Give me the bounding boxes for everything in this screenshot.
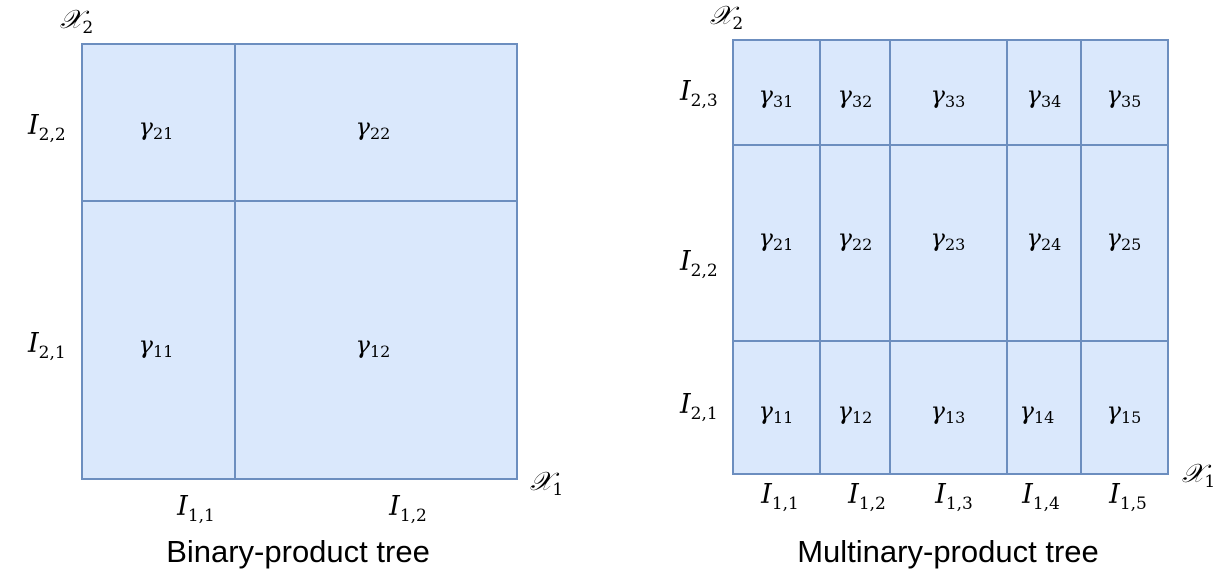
gamma-label-right-23: γ23 <box>931 224 966 254</box>
gamma-label-left-11: γ11 <box>139 331 174 361</box>
gamma-label-left-22: γ22 <box>356 113 391 143</box>
caption-binary-tree: Binary-product tree <box>166 534 430 569</box>
cell-right-12 <box>819 340 891 475</box>
cell-right-13 <box>889 340 1008 475</box>
gamma-label-right-24: γ24 <box>1027 224 1062 254</box>
gamma-label-right-35: γ35 <box>1107 81 1142 111</box>
axis-label-right-x2: 𝒳2 <box>710 1 743 34</box>
interval-label-left-x12: I1,2 <box>388 491 427 526</box>
interval-label-right-x15: I1,5 <box>1108 479 1147 514</box>
gamma-label-right-31: γ31 <box>759 81 794 111</box>
axis-label-right-x1: 𝒳1 <box>1182 459 1215 492</box>
gamma-label-right-14: γ14 <box>1020 397 1055 427</box>
gamma-label-right-25: γ25 <box>1107 224 1142 254</box>
gamma-label-right-12: γ12 <box>838 397 873 427</box>
gamma-label-left-21: γ21 <box>139 113 174 143</box>
interval-label-right-y22: I2,2 <box>679 246 718 281</box>
binary-tree-panel: γ11 γ12 γ21 γ22 𝒳2 𝒳1 I2,2 I2,1 I1,1 I1,… <box>27 5 563 569</box>
interval-label-right-x12: I1,2 <box>847 479 886 514</box>
interval-label-right-x11: I1,1 <box>760 479 799 514</box>
cell-right-25 <box>1080 144 1169 342</box>
gamma-label-left-12: γ12 <box>356 331 391 361</box>
gamma-label-right-22: γ22 <box>838 224 873 254</box>
gamma-label-right-33: γ33 <box>931 81 966 111</box>
interval-label-left-x11: I1,1 <box>176 491 215 526</box>
interval-label-right-x14: I1,4 <box>1021 479 1060 514</box>
cell-left-12 <box>234 200 518 480</box>
cell-right-23 <box>889 144 1008 342</box>
interval-label-right-y21: I2,1 <box>679 389 718 424</box>
axis-label-left-x1: 𝒳1 <box>530 467 563 500</box>
caption-multinary-tree: Multinary-product tree <box>797 534 1099 569</box>
cell-right-35 <box>1080 39 1169 146</box>
interval-label-left-y21: I2,1 <box>27 328 66 363</box>
cell-left-22 <box>234 43 518 202</box>
gamma-label-right-32: γ32 <box>838 81 873 111</box>
interval-label-right-x13: I1,3 <box>934 479 973 514</box>
gamma-label-right-15: γ15 <box>1107 397 1142 427</box>
gamma-label-right-34: γ34 <box>1027 81 1062 111</box>
interval-label-right-y23: I2,3 <box>679 76 718 111</box>
cell-left-21 <box>81 43 236 202</box>
interval-label-left-y22: I2,2 <box>27 110 66 145</box>
cell-right-22 <box>819 144 891 342</box>
multinary-tree-panel: γ31 γ32 γ33 γ34 γ35 γ21 γ22 γ23 γ24 γ25 … <box>679 1 1215 569</box>
cell-right-14 <box>1006 340 1082 475</box>
cell-right-21 <box>732 144 821 342</box>
axis-label-left-x2: 𝒳2 <box>60 5 93 38</box>
cell-left-11 <box>81 200 236 480</box>
gamma-label-right-11: γ11 <box>759 397 794 427</box>
gamma-label-right-21: γ21 <box>759 224 794 254</box>
gamma-label-right-13: γ13 <box>931 397 966 427</box>
cell-right-15 <box>1080 340 1169 475</box>
